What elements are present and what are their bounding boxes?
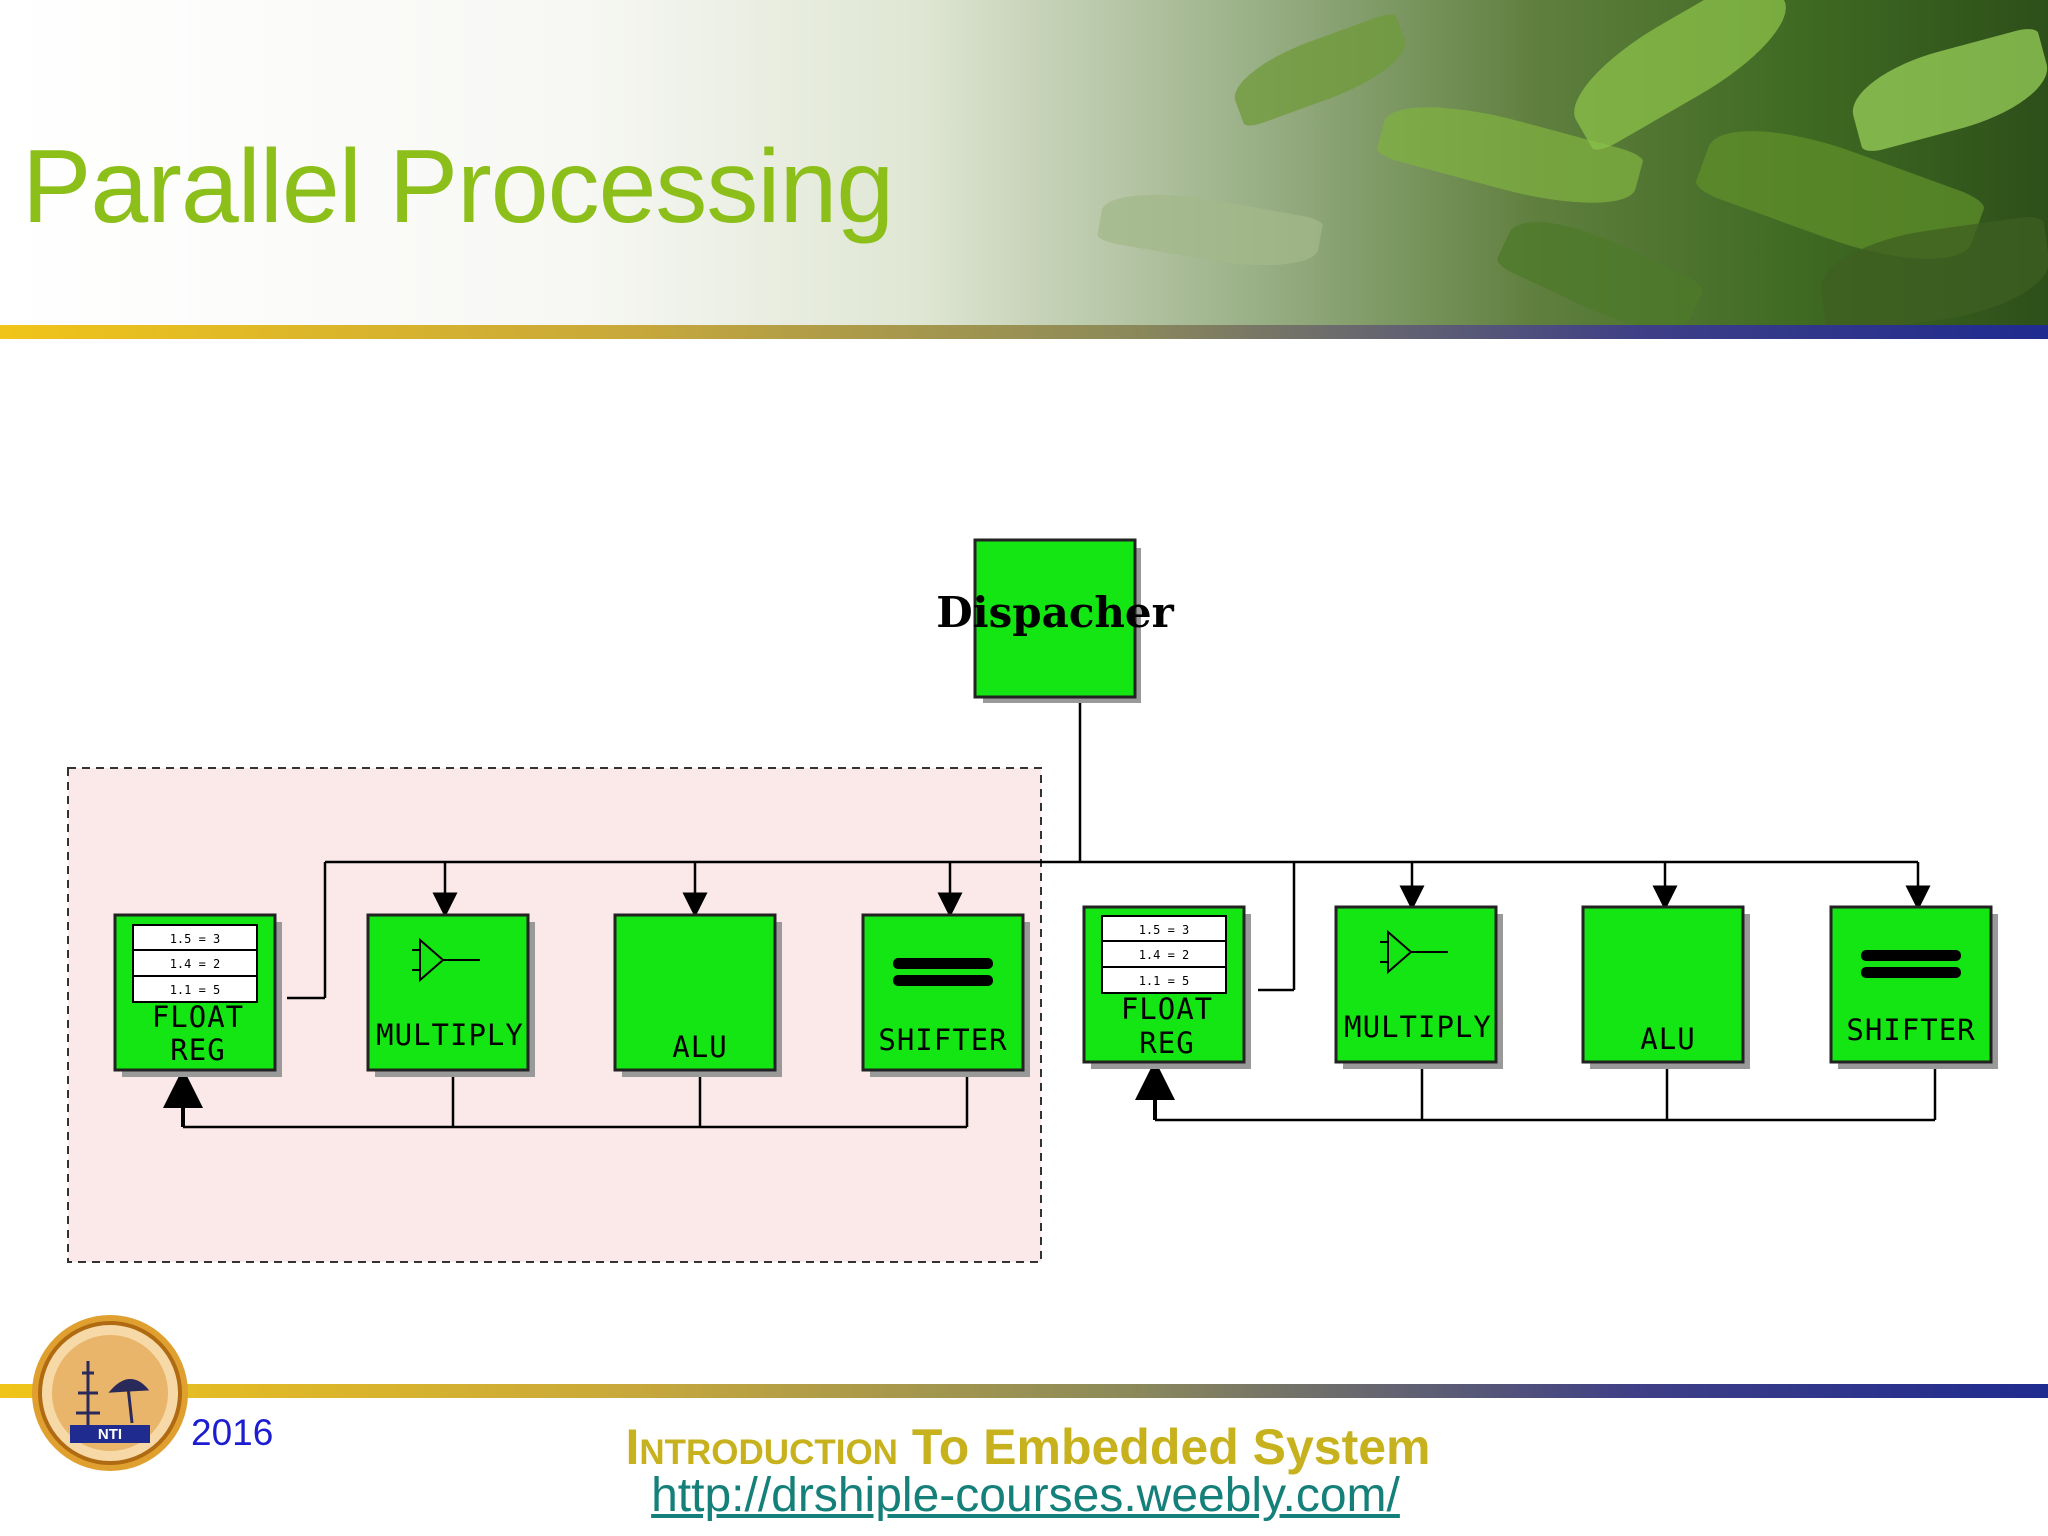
footer-title-part: To <box>911 1419 970 1475</box>
unit-label: ALU <box>1640 1022 1695 1056</box>
multiplier-icon <box>1380 929 1448 975</box>
unit-label: MULTIPLY <box>1344 1010 1492 1044</box>
alu-unit-right: ALU <box>1581 905 1750 1069</box>
year-label: 2016 <box>191 1412 274 1453</box>
multiplier-icon <box>412 937 480 983</box>
alu-unit-left: ALU <box>613 913 782 1077</box>
feedback-lines-right <box>1135 1060 1937 1122</box>
dispatch-bus <box>287 703 1931 1000</box>
multiply-unit-right: MULTIPLY <box>1334 905 1503 1069</box>
footer-title-part: Introduction <box>625 1419 898 1475</box>
footer-divider-bar <box>0 1384 2048 1398</box>
register-row: 1.4 = 2 <box>170 957 221 971</box>
shifter-icon <box>893 958 993 986</box>
footer-title: Introduction To Embedded System <box>0 1418 2048 1476</box>
parallel-processing-diagram: Dispacher <box>67 538 1998 1263</box>
footer-url-link[interactable]: http://drshiple-courses.weebly.com/ <box>651 1469 1400 1522</box>
register-table: 1.5 = 3 1.4 = 2 1.1 = 5 <box>1101 915 1227 994</box>
float-reg-unit-right: 1.5 = 3 1.4 = 2 1.1 = 5 FLOAT REG <box>1082 905 1251 1069</box>
register-row: 1.1 = 5 <box>1139 974 1190 988</box>
unit-label: REG <box>170 1033 225 1067</box>
unit-label: ALU <box>672 1030 727 1064</box>
unit-label: SHIFTER <box>878 1023 1007 1057</box>
register-row: 1.5 = 3 <box>1139 923 1190 937</box>
unit-label: MULTIPLY <box>376 1018 524 1052</box>
dispatcher-box: Dispacher <box>936 538 1175 703</box>
slide-title: Parallel Processing <box>22 129 894 245</box>
header-banner: Parallel Processing <box>0 0 2048 325</box>
dispatcher-label: Dispacher <box>936 588 1174 637</box>
unit-label: SHIFTER <box>1846 1013 1975 1047</box>
register-row: 1.4 = 2 <box>1139 948 1190 962</box>
shifter-unit-right: SHIFTER <box>1829 905 1998 1069</box>
register-table: 1.5 = 3 1.4 = 2 1.1 = 5 <box>132 924 258 1003</box>
header-divider-bar <box>0 325 2048 339</box>
nti-logo: NTI <box>32 1315 188 1471</box>
unit-label: REG <box>1139 1026 1194 1060</box>
float-reg-unit-left: 1.5 = 3 1.4 = 2 1.1 = 5 FLOAT REG <box>113 913 282 1077</box>
feedback-lines-left <box>163 1068 969 1129</box>
footer-title-part: Embedded System <box>983 1419 1431 1475</box>
register-row: 1.1 = 5 <box>170 983 221 997</box>
shifter-unit-left: SHIFTER <box>861 913 1030 1077</box>
register-row: 1.5 = 3 <box>170 932 221 946</box>
shifter-icon <box>1861 950 1961 978</box>
unit-label: FLOAT <box>1121 992 1213 1026</box>
logo-text: NTI <box>98 1426 122 1443</box>
multiply-unit-left: MULTIPLY <box>366 913 535 1077</box>
unit-label: FLOAT <box>152 1000 244 1034</box>
